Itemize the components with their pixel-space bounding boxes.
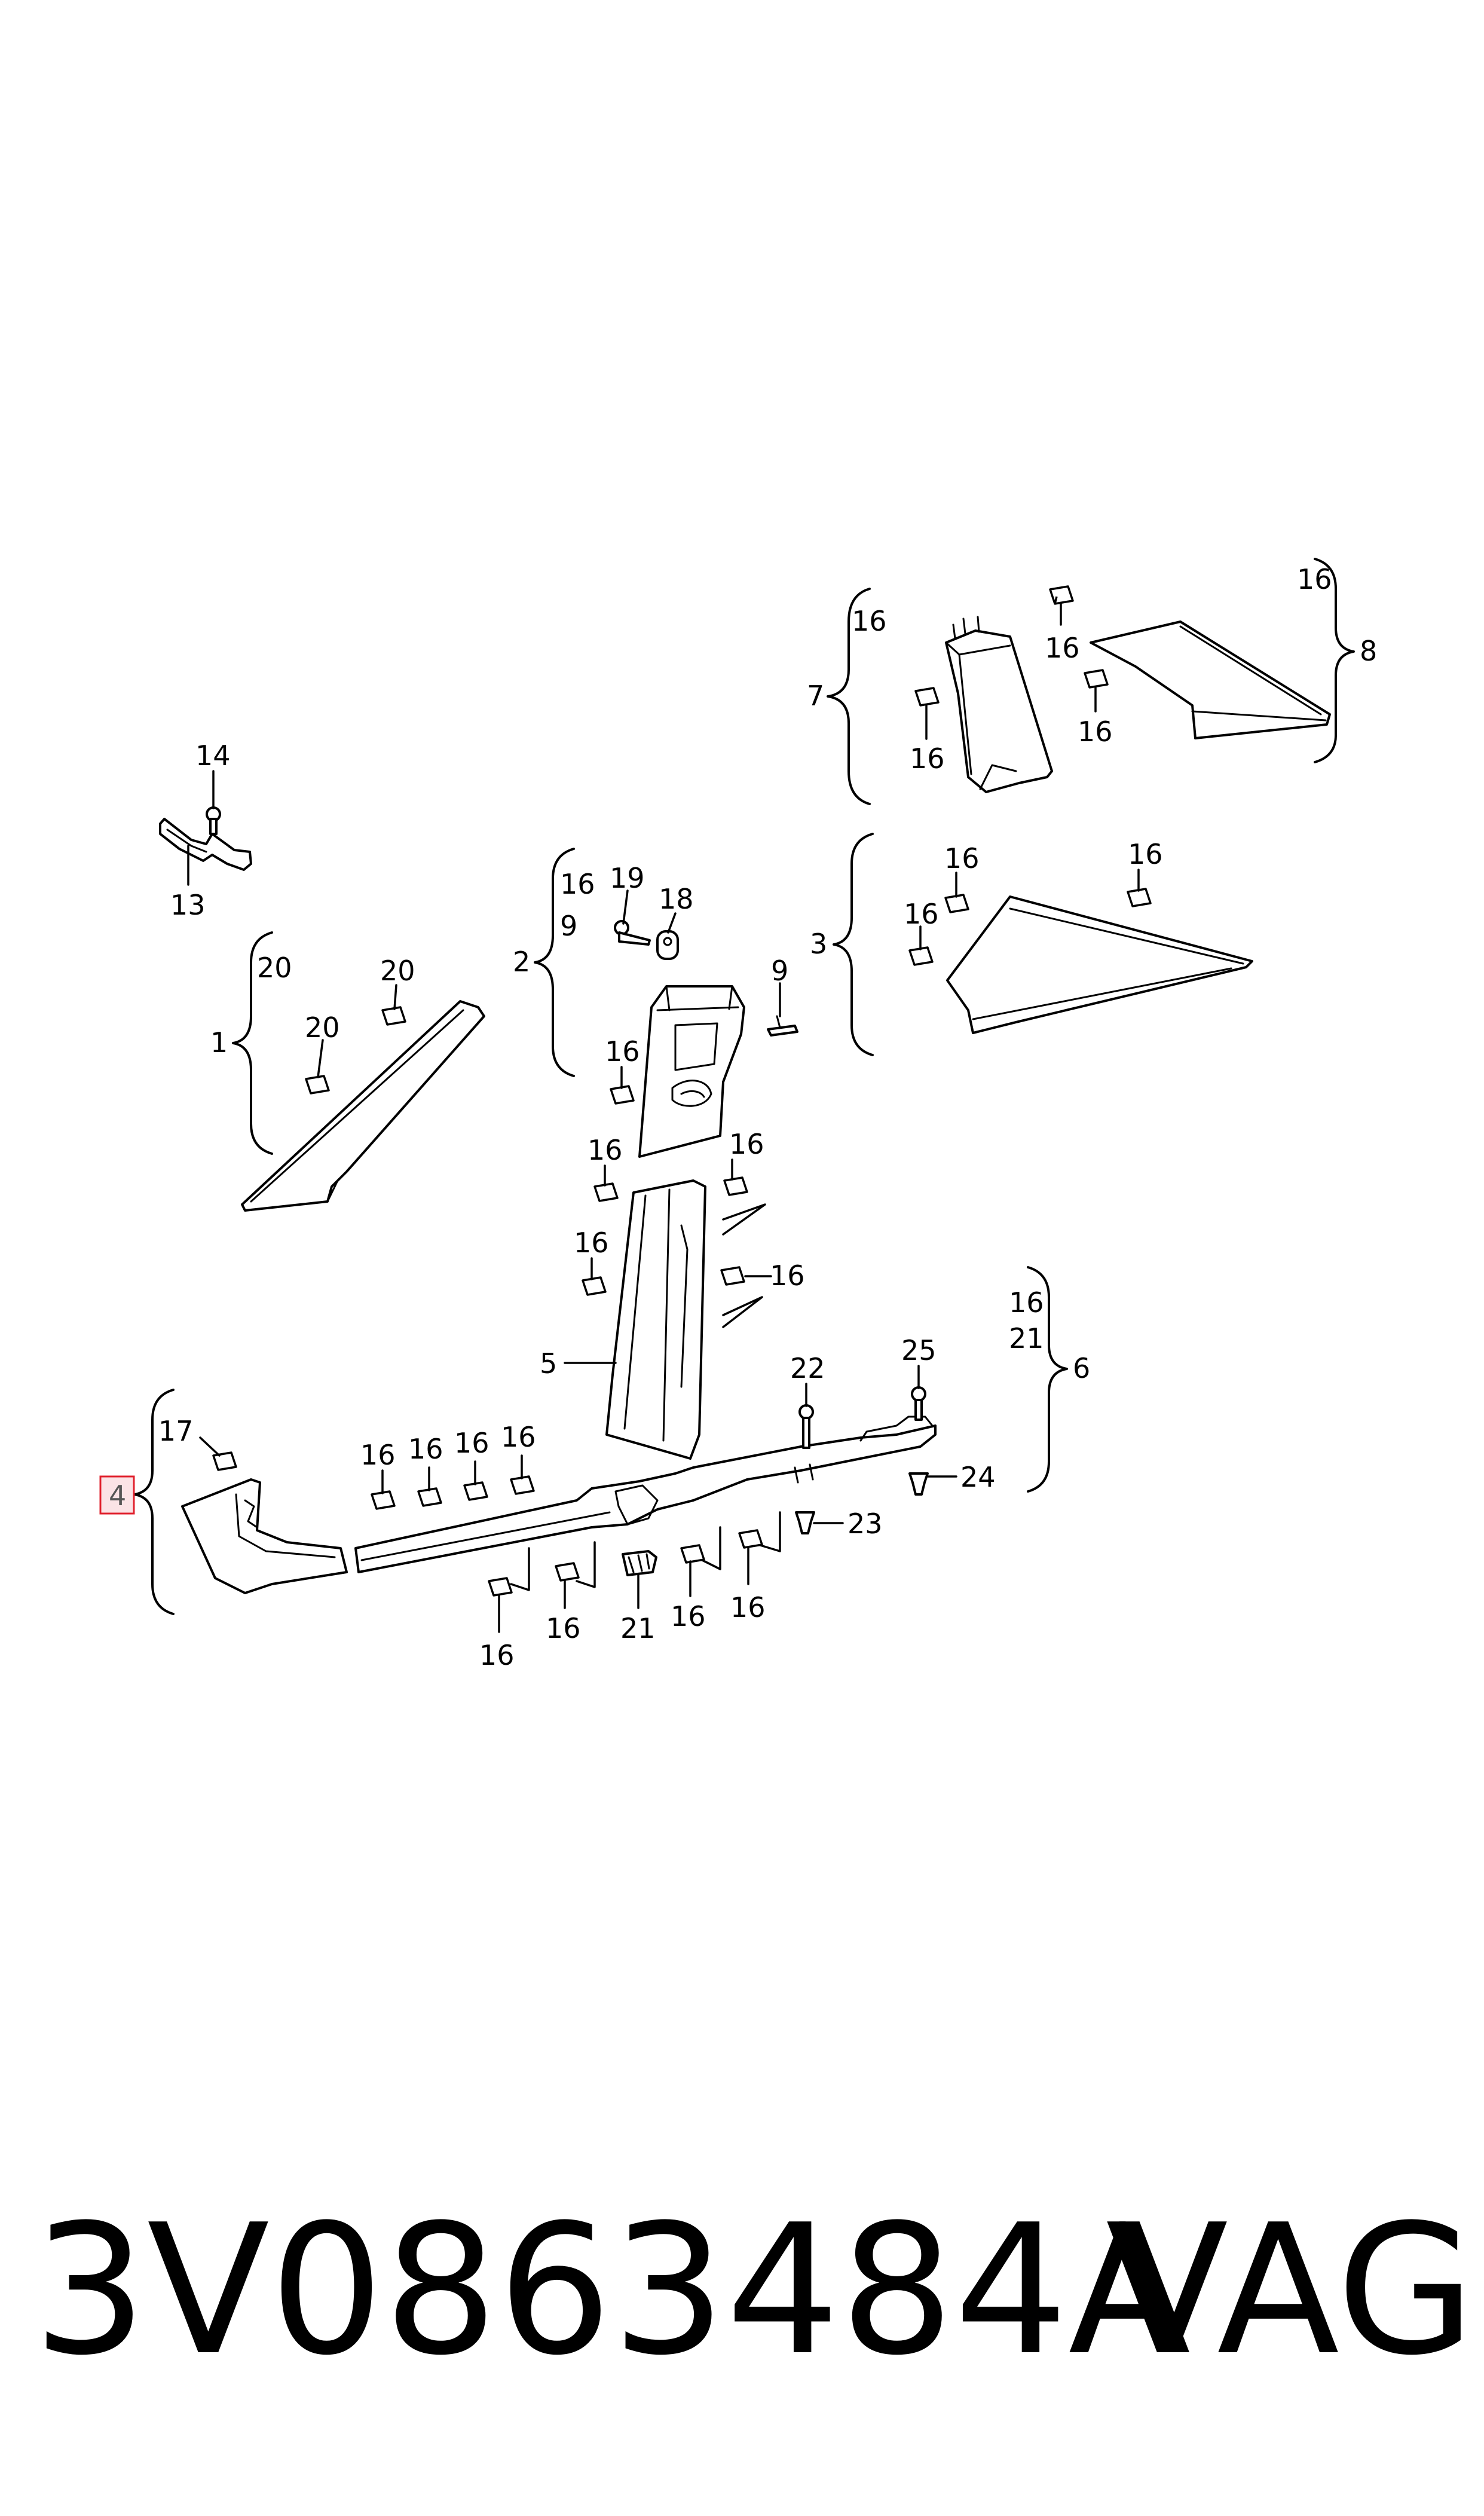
- part-5-b-pillar-lower: [605, 1179, 706, 1460]
- part-8-trim-panel: [1090, 620, 1331, 739]
- part-7-pillar-trim: [945, 616, 1053, 793]
- callout-5: 5: [540, 1347, 557, 1380]
- callout-4-highlight: [99, 1475, 135, 1515]
- callout-16: 16: [574, 1227, 609, 1259]
- callout-16-brace-2: 16: [560, 868, 595, 900]
- clip-24: [908, 1472, 929, 1496]
- callout-17: 17: [158, 1415, 194, 1447]
- callout-16: 16: [408, 1433, 443, 1465]
- callout-20-brace: 20: [257, 952, 292, 984]
- callout-16-brace-7: 16: [852, 605, 887, 637]
- callout-6: 6: [1073, 1352, 1090, 1384]
- callout-16: 16: [904, 898, 939, 930]
- callout-2: 2: [513, 946, 530, 978]
- callout-20-clip-b: 20: [305, 1011, 340, 1044]
- clips-16: [371, 585, 1152, 1597]
- clip-23: [795, 1511, 815, 1534]
- callout-16: 16: [546, 1612, 581, 1644]
- callout-16: 16: [501, 1421, 536, 1453]
- brace-6: [1027, 1266, 1068, 1493]
- part-9-small-piece: [767, 1015, 798, 1037]
- callout-16: 16: [605, 1035, 640, 1068]
- clip-17: [212, 1451, 237, 1471]
- part-3-trim-panel: [946, 895, 1253, 1034]
- callout-1: 1: [210, 1026, 228, 1059]
- brace-8: [1314, 558, 1355, 763]
- callout-16: 16: [671, 1600, 706, 1633]
- part-9-b-pillar-upper: [638, 985, 745, 1158]
- callout-16: 16: [730, 1591, 766, 1624]
- callout-16: 16: [479, 1639, 515, 1671]
- part-number-label: 3V0863484A: [33, 2186, 1191, 2395]
- leader-lines: [135, 603, 1140, 1633]
- clip-21: [622, 1550, 657, 1576]
- callout-9-brace: 9: [560, 910, 577, 942]
- screw-25: [911, 1386, 926, 1421]
- callout-16: 16: [944, 842, 980, 875]
- brace-7: [827, 588, 871, 805]
- brace-1: [232, 931, 273, 1155]
- brace-3: [833, 833, 874, 1056]
- callout-9-part: 9: [771, 955, 788, 987]
- callout-3: 3: [810, 928, 827, 960]
- callout-24: 24: [960, 1461, 996, 1493]
- clips-20: [305, 1006, 406, 1095]
- callout-19: 19: [610, 862, 645, 894]
- callout-16: 16: [729, 1128, 764, 1160]
- callout-16: 16: [770, 1259, 805, 1292]
- callout-16: 16: [910, 742, 945, 775]
- callout-21-brace: 21: [1009, 1322, 1044, 1355]
- screw-14: [206, 806, 221, 835]
- brand-label: VAG: [1106, 2186, 1475, 2395]
- part-13-bracket: [159, 818, 252, 871]
- callout-16: 16: [454, 1427, 489, 1459]
- callout-22: 22: [790, 1352, 825, 1384]
- screw-19: [614, 920, 651, 946]
- screw-22: [798, 1404, 814, 1449]
- callout-21-clip: 21: [620, 1612, 656, 1644]
- callout-labels: 7 8 3 2 9 1 20 6 21 16 16 16 16 17 14 13…: [99, 563, 1377, 1671]
- callout-16: 16: [588, 1134, 623, 1166]
- part-4-front-sill: [181, 1478, 348, 1594]
- callout-18: 18: [659, 883, 694, 915]
- brace-2: [534, 848, 575, 1077]
- callout-4: 4: [109, 1479, 126, 1512]
- callout-14: 14: [195, 739, 231, 772]
- callout-16: 16: [360, 1439, 396, 1471]
- callout-16: 16: [1078, 716, 1113, 748]
- callout-13: 13: [170, 889, 206, 921]
- callout-20-clip-a: 20: [380, 955, 415, 987]
- callout-16: 16: [1128, 838, 1163, 870]
- callout-16-brace-6: 16: [1009, 1286, 1044, 1319]
- grommet-18: [656, 930, 679, 960]
- part-1-a-pillar-trim: [241, 1000, 485, 1212]
- callout-16-brace-8: 16: [1297, 563, 1332, 595]
- callout-23: 23: [847, 1508, 883, 1540]
- callout-8: 8: [1360, 635, 1377, 667]
- part-6-sill-trim: [354, 1416, 937, 1573]
- callout-25: 25: [901, 1334, 937, 1366]
- callout-7: 7: [807, 680, 824, 712]
- callout-16: 16: [1045, 632, 1080, 664]
